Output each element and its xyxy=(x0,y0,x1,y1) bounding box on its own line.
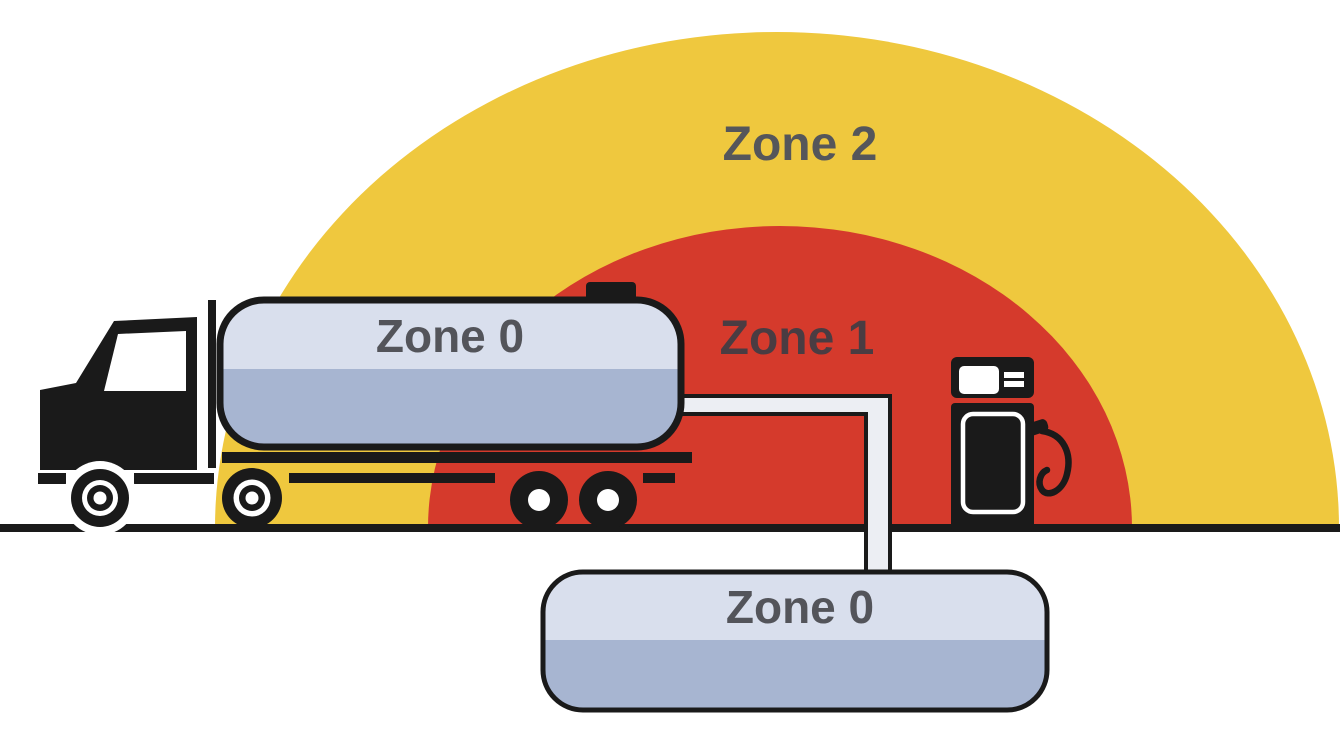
tanker-barrel-upper xyxy=(220,300,681,369)
truck-exhaust-stack xyxy=(208,300,216,468)
pump-hose xyxy=(1036,427,1072,497)
zone0-underground-label: Zone 0 xyxy=(726,581,874,633)
pump-display-line xyxy=(1004,381,1024,387)
trailer-front-wheel-icon xyxy=(222,468,282,528)
tanker-barrel-outline xyxy=(216,296,685,451)
truck-bumper-rear xyxy=(134,473,214,484)
trailer-chassis-rail-upper xyxy=(222,452,692,463)
pump-body xyxy=(951,403,1034,531)
truck-wheel-icon xyxy=(71,469,129,527)
truck-bumper-front xyxy=(38,473,66,484)
underground-tank-upper xyxy=(543,572,1047,640)
underground-tank xyxy=(540,569,1050,713)
zone2-label: Zone 2 xyxy=(723,118,878,171)
pump-display xyxy=(959,366,999,394)
trailer-rear-wheel-icon xyxy=(579,471,637,529)
pump-door-panel xyxy=(960,411,1026,515)
truck-icon xyxy=(38,282,692,535)
zone0-tanker-label: Zone 0 xyxy=(376,310,524,362)
underground-tank-lower xyxy=(543,640,1047,710)
fuel-pump-icon xyxy=(951,357,1072,531)
zone1-label: Zone 1 xyxy=(720,312,875,365)
underground-tank-outline xyxy=(540,569,1050,713)
ground-line xyxy=(0,524,1340,532)
trailer-rear-wheel-icon xyxy=(510,471,568,529)
truck-cab-window xyxy=(104,331,186,391)
tanker-barrel-lower xyxy=(220,369,681,447)
pump-display-line xyxy=(1004,372,1024,378)
tanker-barrel xyxy=(216,296,685,451)
trailer-chassis-rail-dash xyxy=(643,473,675,483)
trailer-chassis-rail-lower xyxy=(289,473,495,483)
